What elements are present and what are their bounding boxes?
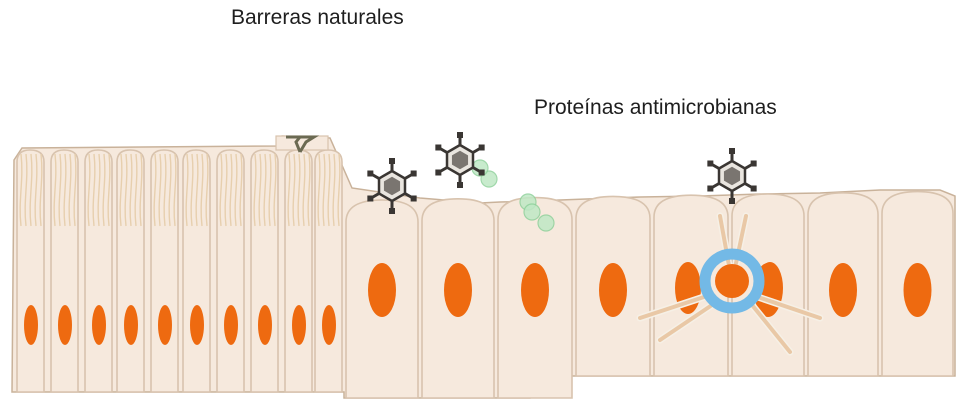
virus-spike-tip (457, 182, 463, 188)
nucleus (258, 305, 272, 345)
nucleus (829, 263, 857, 317)
nucleus (158, 305, 172, 345)
nucleus (292, 305, 306, 345)
virus-spike-tip (367, 196, 373, 202)
nucleus (521, 263, 549, 317)
virus-spike-tip (707, 161, 713, 167)
virus-spike-tip (479, 145, 485, 151)
virus-spike-tip (389, 158, 395, 164)
nucleus (904, 263, 932, 317)
virus-spike-tip (751, 161, 757, 167)
nucleus (92, 305, 106, 345)
virus-spike-tip (367, 171, 373, 177)
virus-spike-tip (435, 170, 441, 176)
virus-spike-tip (751, 186, 757, 192)
virus-spike-tip (435, 145, 441, 151)
nucleus (368, 263, 396, 317)
nucleus (599, 263, 627, 317)
virus-spike-tip (411, 196, 417, 202)
virus-spike-tip (411, 171, 417, 177)
nucleus (224, 305, 238, 345)
antimicrobial-protein-icon (538, 215, 554, 231)
nucleus (24, 305, 38, 345)
virus-spike-tip (729, 148, 735, 154)
nucleus (444, 263, 472, 317)
virus-spike-tip (389, 208, 395, 214)
virus-spike-tip (479, 170, 485, 176)
nucleus (58, 305, 72, 345)
virus-spike-tip (457, 132, 463, 138)
nucleus (190, 305, 204, 345)
nucleus (124, 305, 138, 345)
virus-spike-tip (707, 186, 713, 192)
nucleus (322, 305, 336, 345)
cuboid-cells (346, 192, 953, 398)
antimicrobial-protein-icon (524, 204, 540, 220)
virus-spike-tip (729, 198, 735, 204)
immune-cell-nucleus (715, 264, 749, 298)
